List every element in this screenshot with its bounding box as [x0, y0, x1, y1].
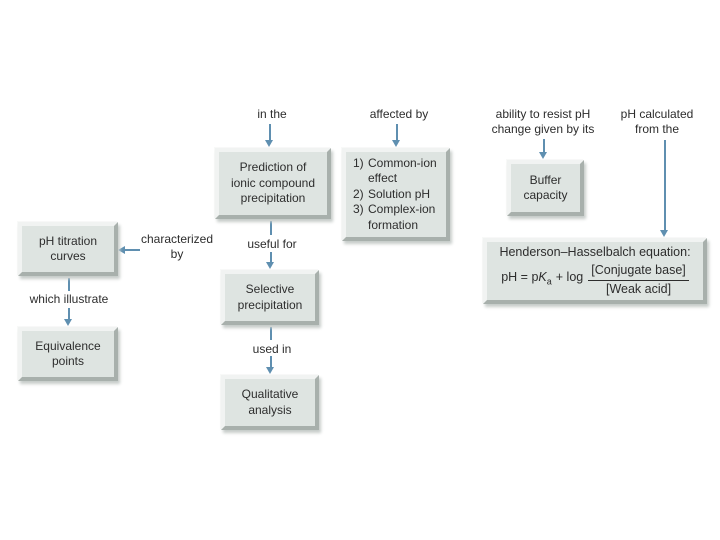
- list-item: 3) Complex-ion formation: [353, 202, 437, 233]
- label-affected-by: affected by: [369, 107, 429, 121]
- label-ability-to-resist: ability to resist pH change given by its: [478, 107, 608, 136]
- arrow-shaft: [664, 140, 666, 231]
- box-text-line: Common-ion: [368, 155, 437, 170]
- equation-text: pH = p: [501, 270, 539, 285]
- arrow-head-icon: [539, 152, 547, 159]
- box-text-line: capacity: [523, 188, 568, 202]
- box-text-line: Complex-ion: [368, 202, 436, 217]
- equation-subscript: a: [546, 276, 552, 287]
- arrow-shaft: [68, 308, 70, 320]
- list-item-number: 3): [353, 202, 364, 217]
- box-text-line: precipitation: [237, 297, 303, 312]
- box-henderson-hasselbalch: Henderson–Hasselbalch equation: pH = pKa…: [483, 238, 707, 304]
- arrow-shaft: [269, 124, 271, 141]
- label-line: from the: [634, 121, 679, 136]
- arrow-shaft: [396, 124, 398, 141]
- box-text-line: pH titration: [38, 233, 98, 248]
- label-ph-calculated: pH calculated from the: [597, 107, 717, 136]
- list-item-number: 1): [353, 155, 364, 170]
- label-line: pH calculated: [620, 107, 694, 121]
- label-characterized-by: characterized by: [127, 232, 227, 261]
- box-qualitative-analysis: Qualitative analysis: [221, 375, 319, 430]
- box-text-line: analysis: [248, 402, 292, 417]
- henderson-equation: pH = pKa+ log [Conjugate base] [Weak aci…: [487, 263, 703, 297]
- label-used-in: used in: [252, 342, 292, 356]
- box-text-line: Buffer: [529, 172, 562, 187]
- arrow-shaft: [543, 139, 545, 153]
- connector-prediction-to-useful-for: [270, 221, 272, 235]
- arrow-head-icon: [392, 140, 400, 147]
- equation-fraction: [Conjugate base] [Weak acid]: [588, 263, 689, 297]
- box-buffer-capacity: Buffer capacity: [507, 160, 584, 216]
- label-line: ability to resist pH: [495, 107, 591, 121]
- fraction-denominator: [Weak acid]: [605, 281, 672, 296]
- label-line: by: [170, 246, 184, 261]
- label-line: change given by its: [491, 121, 595, 136]
- box-text-line: Qualitative: [241, 387, 299, 401]
- box-factors: 1) Common-ion effect 2) Solution pH 3) C…: [342, 148, 450, 241]
- box-text-line: Selective: [245, 282, 295, 296]
- box-text-line: Solution pH: [368, 186, 431, 201]
- box-equivalence-points: Equivalence points: [18, 327, 118, 381]
- label-in-the: in the: [257, 107, 287, 121]
- box-text-line: precipitation: [240, 191, 306, 206]
- box-prediction: Prediction of ionic compound precipitati…: [215, 148, 331, 219]
- box-text-line: points: [51, 354, 84, 368]
- box-text-line: effect: [368, 171, 398, 186]
- arrow-head-icon: [660, 230, 668, 237]
- arrow-head-icon: [265, 140, 273, 147]
- equation-lhs: pH = pKa+ log: [501, 270, 588, 290]
- label-line: characterized: [140, 232, 214, 246]
- equation-operator: + log: [555, 270, 584, 285]
- box-text-line: formation: [368, 217, 419, 232]
- list-item-number: 2): [353, 186, 364, 201]
- arrow-head-icon: [64, 319, 72, 326]
- arrow-head-icon: [266, 262, 274, 269]
- arrow-shaft: [270, 356, 272, 367]
- arrow-shaft: [124, 249, 140, 251]
- box-text-line: Prediction of: [239, 160, 307, 175]
- label-useful-for: useful for: [247, 237, 297, 251]
- box-text-line: ionic compound: [230, 175, 316, 190]
- list-item: 2) Solution pH: [353, 187, 437, 203]
- list-item: 1) Common-ion effect: [353, 156, 437, 187]
- equation-variable: K: [538, 270, 547, 285]
- box-text-line: Equivalence: [35, 338, 101, 353]
- henderson-title: Henderson–Hasselbalch equation:: [499, 244, 691, 259]
- arrow-head-icon: [266, 367, 274, 374]
- label-which-illustrate: which illustrate: [29, 292, 109, 306]
- connector-selective-to-used-in: [270, 327, 272, 340]
- box-text-line: curves: [50, 249, 86, 263]
- arrow-shaft: [270, 252, 272, 263]
- fraction-numerator: [Conjugate base]: [588, 263, 689, 281]
- connector-ph-titration-to-which-illustrate: [68, 278, 70, 291]
- arrow-head-icon: [118, 245, 125, 254]
- box-selective-precipitation: Selective precipitation: [221, 270, 319, 325]
- box-ph-titration-curves: pH titration curves: [18, 222, 118, 276]
